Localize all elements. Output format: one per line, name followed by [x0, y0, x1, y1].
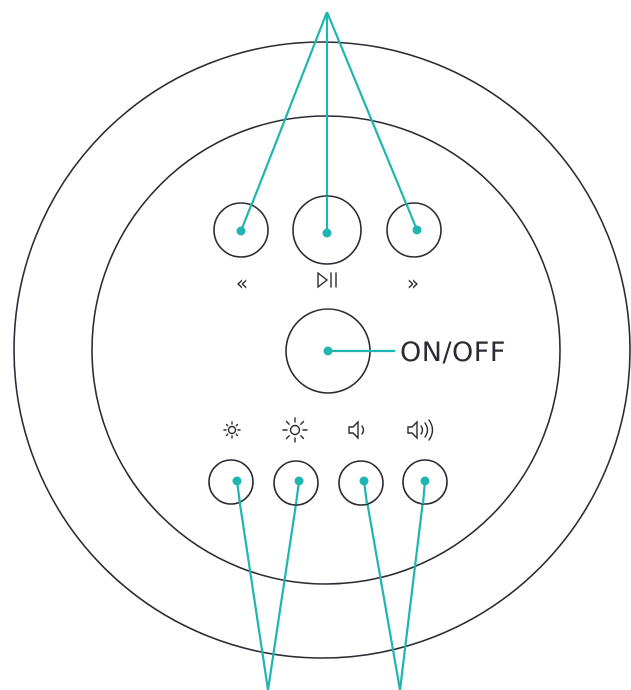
brightness-high-icon [282, 417, 308, 443]
power-button[interactable] [285, 308, 395, 394]
volume-down-button[interactable] [338, 460, 384, 506]
leader-overlay-4 [421, 480, 427, 505]
leader-line-volume-up [398, 483, 427, 690]
bottom-leader-lines [235, 483, 427, 690]
leader-line-next [325, 11, 419, 231]
leader-overlay-3 [362, 480, 369, 505]
leader-overlay-2 [294, 480, 301, 505]
leader-line-prev [239, 11, 329, 233]
leader-line-brightness-down [235, 483, 270, 690]
play-triangle-icon [317, 271, 329, 289]
power-button-dot [323, 346, 333, 356]
brightness-down-button[interactable] [208, 459, 254, 505]
top-leader-overlay [239, 196, 419, 233]
bottom-leader-overlay [235, 480, 427, 505]
volume-down-icon [348, 420, 365, 440]
leader-overlay-1 [235, 480, 242, 505]
next-button[interactable] [386, 202, 442, 258]
leader-line-brightness-up [266, 483, 301, 690]
brightness-low-icon [223, 421, 241, 439]
outer-ring [13, 41, 631, 659]
fast-forward-icon: » [407, 271, 419, 295]
leader-overlay-prev [239, 202, 254, 232]
brightness-down-button-circle[interactable] [208, 459, 254, 505]
brightness-up-button[interactable] [273, 460, 319, 506]
leader-line-volume-down [362, 483, 402, 690]
play-pause-icon [317, 271, 337, 289]
leader-overlay-next [404, 202, 419, 231]
rewind-icon: « [236, 271, 248, 295]
volume-up-icon [407, 419, 434, 441]
on-off-label: ON/OFF [400, 337, 506, 368]
